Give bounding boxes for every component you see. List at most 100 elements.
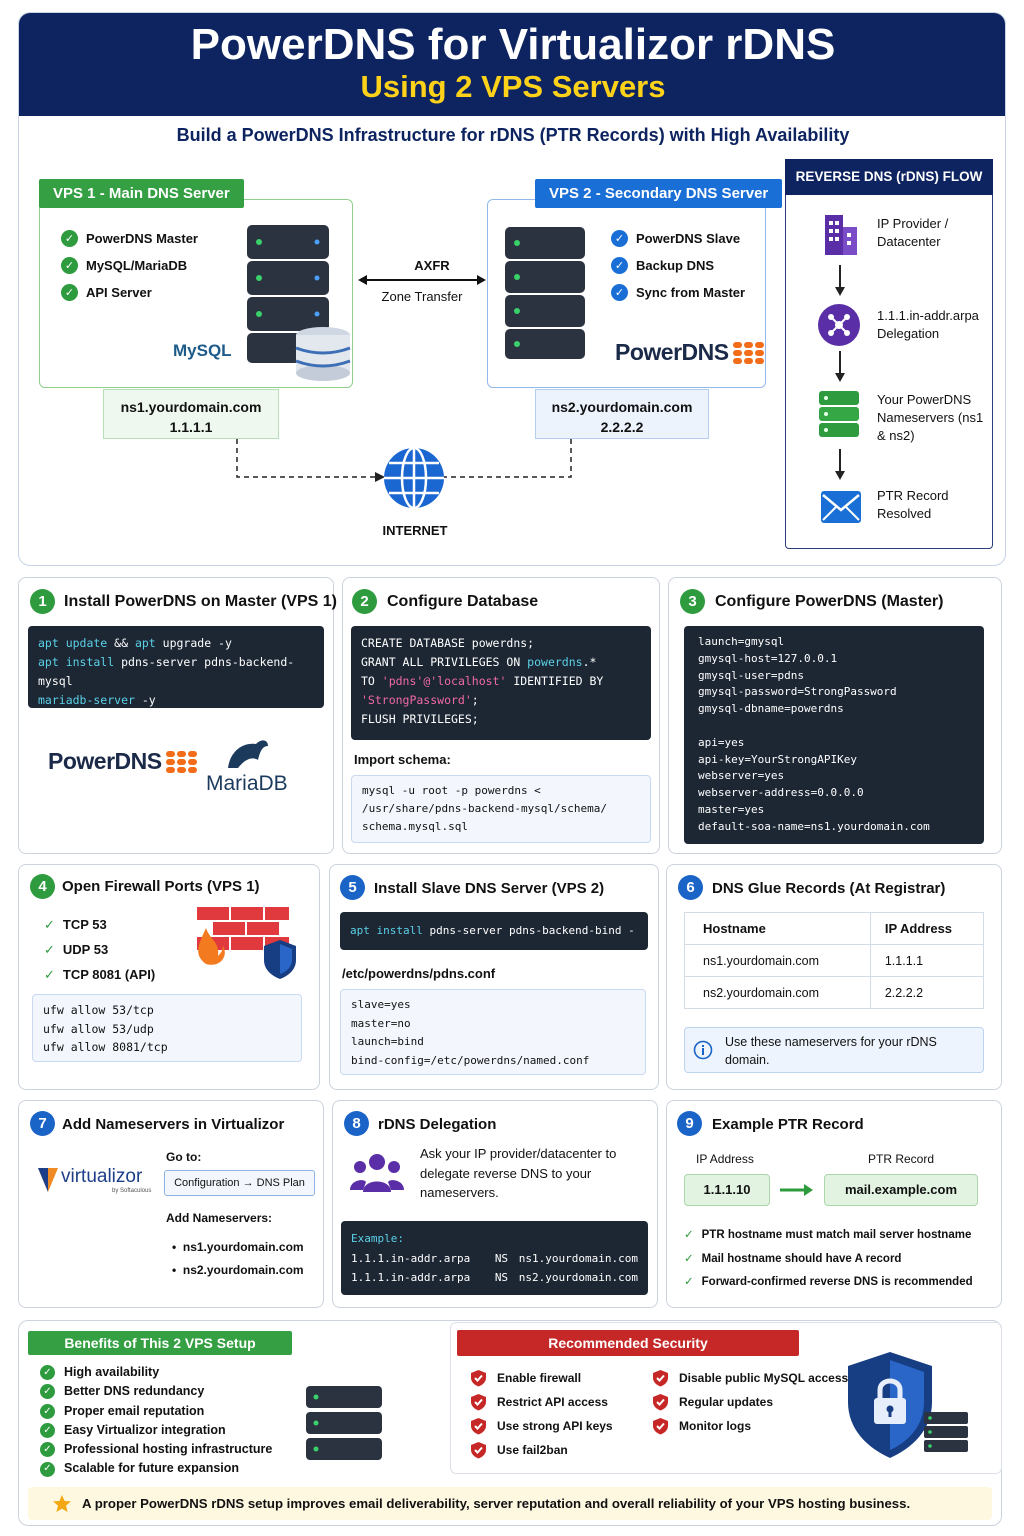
page-subtitle: Using 2 VPS Servers <box>360 69 666 104</box>
step1-card <box>18 577 334 854</box>
step6-title: DNS Glue Records (At Registrar) <box>712 880 946 897</box>
list-item: ✓High availability <box>40 1363 272 1382</box>
seal-icon <box>228 740 268 768</box>
add-nameservers-label: Add Nameservers: <box>166 1211 273 1225</box>
check-icon: ✓ <box>611 283 628 301</box>
list-item: ✓Scalable for future expansion <box>40 1459 272 1478</box>
vps2-feature: ✓Sync from Master <box>611 283 745 301</box>
server-rack-icon <box>505 227 585 359</box>
shield-check-icon <box>471 1418 486 1435</box>
step-number: 1 <box>30 589 55 614</box>
list-item: ✓Forward-confirmed reverse DNS is recomm… <box>684 1276 973 1288</box>
glue-note-box <box>684 1027 984 1073</box>
list-item: Regular updates <box>652 1390 848 1414</box>
import-label: Import schema: <box>354 752 451 767</box>
arrow-down-icon <box>835 449 845 480</box>
dns-plan-path[interactable]: Configuration → DNS Plan <box>164 1170 315 1196</box>
building-icon <box>825 215 857 255</box>
axfr-label: AXFR <box>414 258 450 273</box>
step-number: 2 <box>352 589 377 614</box>
green-server-icon <box>819 391 859 437</box>
check-icon: ✓ <box>61 256 78 274</box>
port-item: ✓TCP 8081 (API) <box>44 967 156 982</box>
port-list: ✓TCP 53 ✓UDP 53 ✓TCP 8081 (API) <box>44 912 155 987</box>
tagline: Build a PowerDNS Infrastructure for rDNS… <box>176 125 850 145</box>
ip-label: IP Address <box>696 1152 754 1166</box>
internet-label: INTERNET <box>382 523 448 538</box>
benefits-title: Benefits of This 2 VPS Setup <box>28 1331 292 1355</box>
footer-text: A proper PowerDNS rDNS setup improves em… <box>82 1496 911 1511</box>
ip-value: 1.1.1.10 <box>684 1174 770 1206</box>
step3-title: Configure PowerDNS (Master) <box>715 593 944 610</box>
security-title: Recommended Security <box>457 1330 799 1356</box>
port-item: ✓UDP 53 <box>44 942 109 957</box>
flow-step: 1.1.1.in-addr.arpa Delegation <box>877 308 979 341</box>
shield-check-icon <box>471 1394 486 1411</box>
powerdns-logo: PowerDNS <box>615 339 765 366</box>
hero-panel: PowerDNS for Virtualizor rDNS Using 2 VP… <box>18 12 1006 566</box>
step4-title: Open Firewall Ports (VPS 1) <box>62 878 260 895</box>
step2-title: Configure Database <box>387 593 539 610</box>
shield-check-icon <box>471 1442 486 1459</box>
check-icon: ✓ <box>40 1384 55 1400</box>
shield-check-icon <box>653 1418 668 1435</box>
ptr-value: mail.example.com <box>824 1174 978 1206</box>
check-icon: ✓ <box>40 1403 55 1419</box>
arrow-down-icon <box>835 265 845 296</box>
check-icon: ✓ <box>40 1461 55 1477</box>
list-item: ✓Easy Virtualizor integration <box>40 1421 272 1440</box>
import-code: mysql -u root -p powerdns < /usr/share/p… <box>351 775 651 843</box>
firewall-icon <box>195 905 296 979</box>
list-item: ✓Proper email reputation <box>40 1402 272 1421</box>
ptr-notes: ✓PTR hostname must match mail server hos… <box>684 1224 973 1295</box>
step-number: 9 <box>677 1111 702 1136</box>
vps2-feature: ✓Backup DNS <box>611 256 745 274</box>
list-item: Use fail2ban <box>470 1438 613 1462</box>
powerdns-dots-icon <box>165 750 197 773</box>
vps2-label: VPS 2 - Secondary DNS Server <box>535 179 783 208</box>
virtualizor-logo-icon <box>38 1168 58 1192</box>
step1-title: Install PowerDNS on Master (VPS 1) <box>64 593 337 610</box>
step-number: 7 <box>30 1111 55 1136</box>
flow-step: Your PowerDNS Nameservers (ns1 & ns2) <box>877 392 984 443</box>
glue-note: Use these nameservers for your rDNS doma… <box>725 1035 937 1067</box>
footer-bar <box>28 1487 992 1520</box>
delegation-text: Ask your IP provider/datacenter to deleg… <box>420 1146 617 1200</box>
mysql-logo: MySQL <box>173 341 232 360</box>
arrow-down-icon <box>835 351 845 382</box>
list-item: Use strong API keys <box>470 1414 613 1438</box>
check-icon: ✓ <box>61 283 78 301</box>
globe-icon <box>384 446 444 510</box>
vps1-feature: ✓MySQL/MariaDB <box>61 256 198 274</box>
vps1-features: ✓PowerDNS Master ✓MySQL/MariaDB ✓API Ser… <box>61 229 198 301</box>
vps1-feature: ✓API Server <box>61 283 198 301</box>
step9-title: Example PTR Record <box>712 1116 864 1133</box>
list-item: • ns1.yourdomain.com <box>172 1240 304 1254</box>
security-list-1: Enable firewall Restrict API access Use … <box>470 1366 613 1462</box>
double-arrow-icon <box>358 275 486 285</box>
vps1-label: VPS 1 - Main DNS Server <box>39 179 244 208</box>
flow-step: IP Provider / Datacenter <box>877 216 949 249</box>
security-list-2: Disable public MySQL access Regular upda… <box>652 1366 848 1438</box>
check-icon: ✓ <box>40 1365 55 1381</box>
step1-code: apt update && apt upgrade -y apt install… <box>28 626 324 708</box>
star-icon <box>53 1495 71 1512</box>
step-number: 8 <box>344 1111 369 1136</box>
benefits-list: ✓High availability ✓Better DNS redundanc… <box>40 1363 272 1479</box>
step8-title: rDNS Delegation <box>378 1116 497 1133</box>
goto-label: Go to: <box>166 1150 202 1164</box>
arrow-right-icon <box>780 1184 813 1196</box>
list-item: Monitor logs <box>652 1414 848 1438</box>
security-shield-lock-icon <box>848 1352 968 1458</box>
virtualizor-logo: virtualizor <box>61 1166 143 1187</box>
users-icon <box>350 1154 404 1192</box>
powerdns-logo: PowerDNS <box>48 748 198 775</box>
ptr-label: PTR Record <box>868 1152 935 1166</box>
